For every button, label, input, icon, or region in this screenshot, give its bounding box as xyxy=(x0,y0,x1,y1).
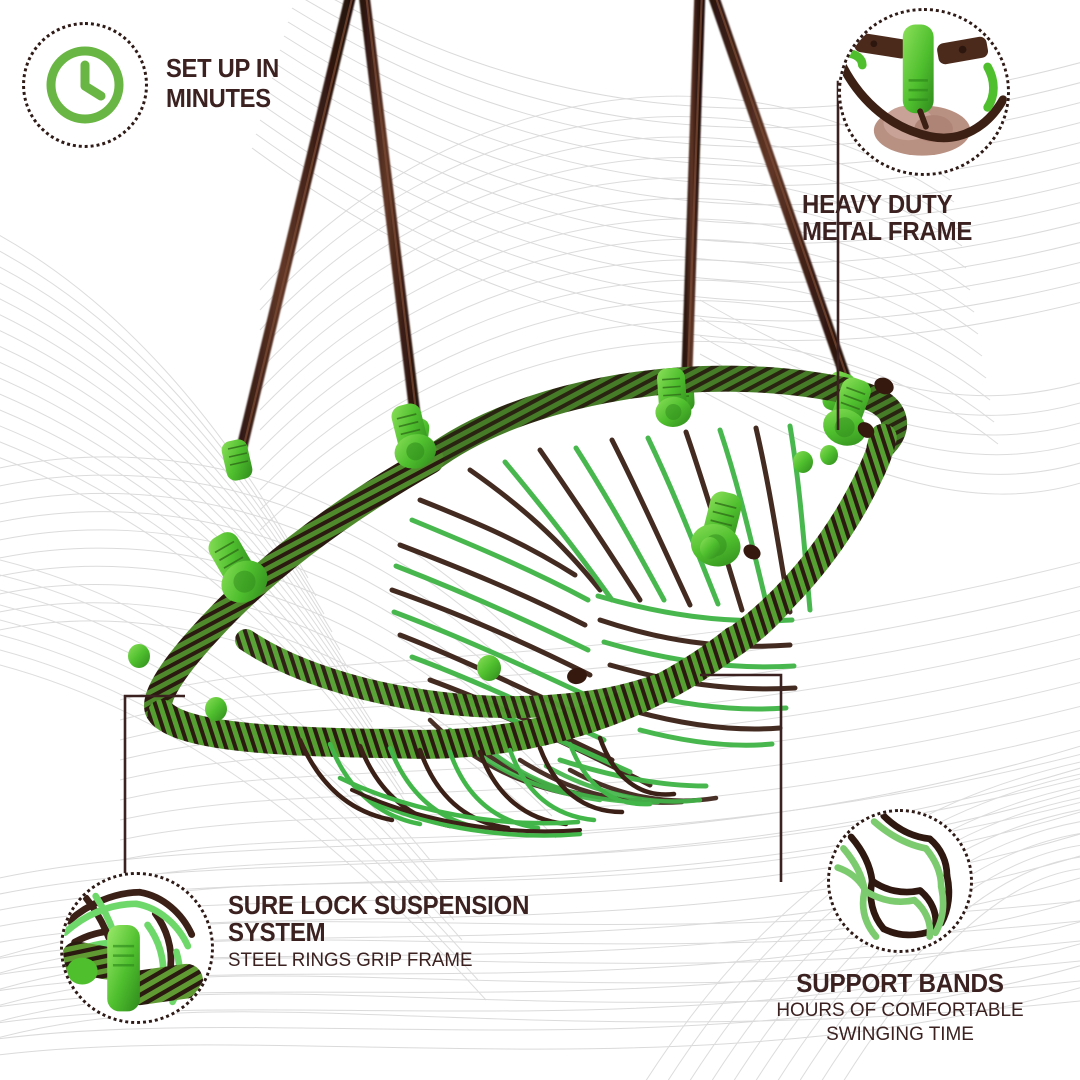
metal-frame-title-line1: HEAVY DUTY xyxy=(802,191,953,219)
support-bands-subtitle-line1: HOURS OF COMFORTABLE xyxy=(776,999,1024,1022)
metal-frame-title: HEAVY DUTY METAL FRAME xyxy=(802,191,1037,247)
setup-title: SET UP IN MINUTES xyxy=(166,54,279,114)
sure-lock-inset-photo xyxy=(63,875,211,1021)
support-bands-inset-photo xyxy=(830,812,970,951)
callout-heavy-duty-metal-frame: HEAVY DUTY METAL FRAME xyxy=(802,8,1052,246)
support-bands-subtitle-line2: SWINGING TIME xyxy=(826,1023,974,1046)
clock-icon xyxy=(46,46,124,124)
metal-frame-inset-circle xyxy=(838,8,1010,176)
sure-lock-title: SURE LOCK SUSPENSION SYSTEM xyxy=(228,892,530,948)
setup-badge-circle xyxy=(22,22,148,148)
setup-title-line2: MINUTES xyxy=(166,85,271,114)
metal-frame-inset-photo xyxy=(841,11,1007,173)
support-bands-title: SUPPORT BANDS xyxy=(796,970,1004,999)
callout-support-bands: SUPPORT BANDS HOURS OF COMFORTABLE SWING… xyxy=(750,809,1050,1046)
support-bands-inset-circle xyxy=(827,809,973,954)
sure-lock-subtitle: STEEL RINGS GRIP FRAME xyxy=(228,949,473,972)
sure-lock-text: SURE LOCK SUSPENSION SYSTEM STEEL RINGS … xyxy=(228,892,620,972)
sure-lock-inset-circle xyxy=(60,872,214,1024)
setup-title-line1: SET UP IN xyxy=(166,55,280,83)
callout-sure-lock-suspension-system: SURE LOCK SUSPENSION SYSTEM STEEL RINGS … xyxy=(60,872,620,1042)
metal-frame-title-line2: METAL FRAME xyxy=(802,218,973,247)
callout-setup-in-minutes: SET UP IN MINUTES xyxy=(18,18,348,148)
